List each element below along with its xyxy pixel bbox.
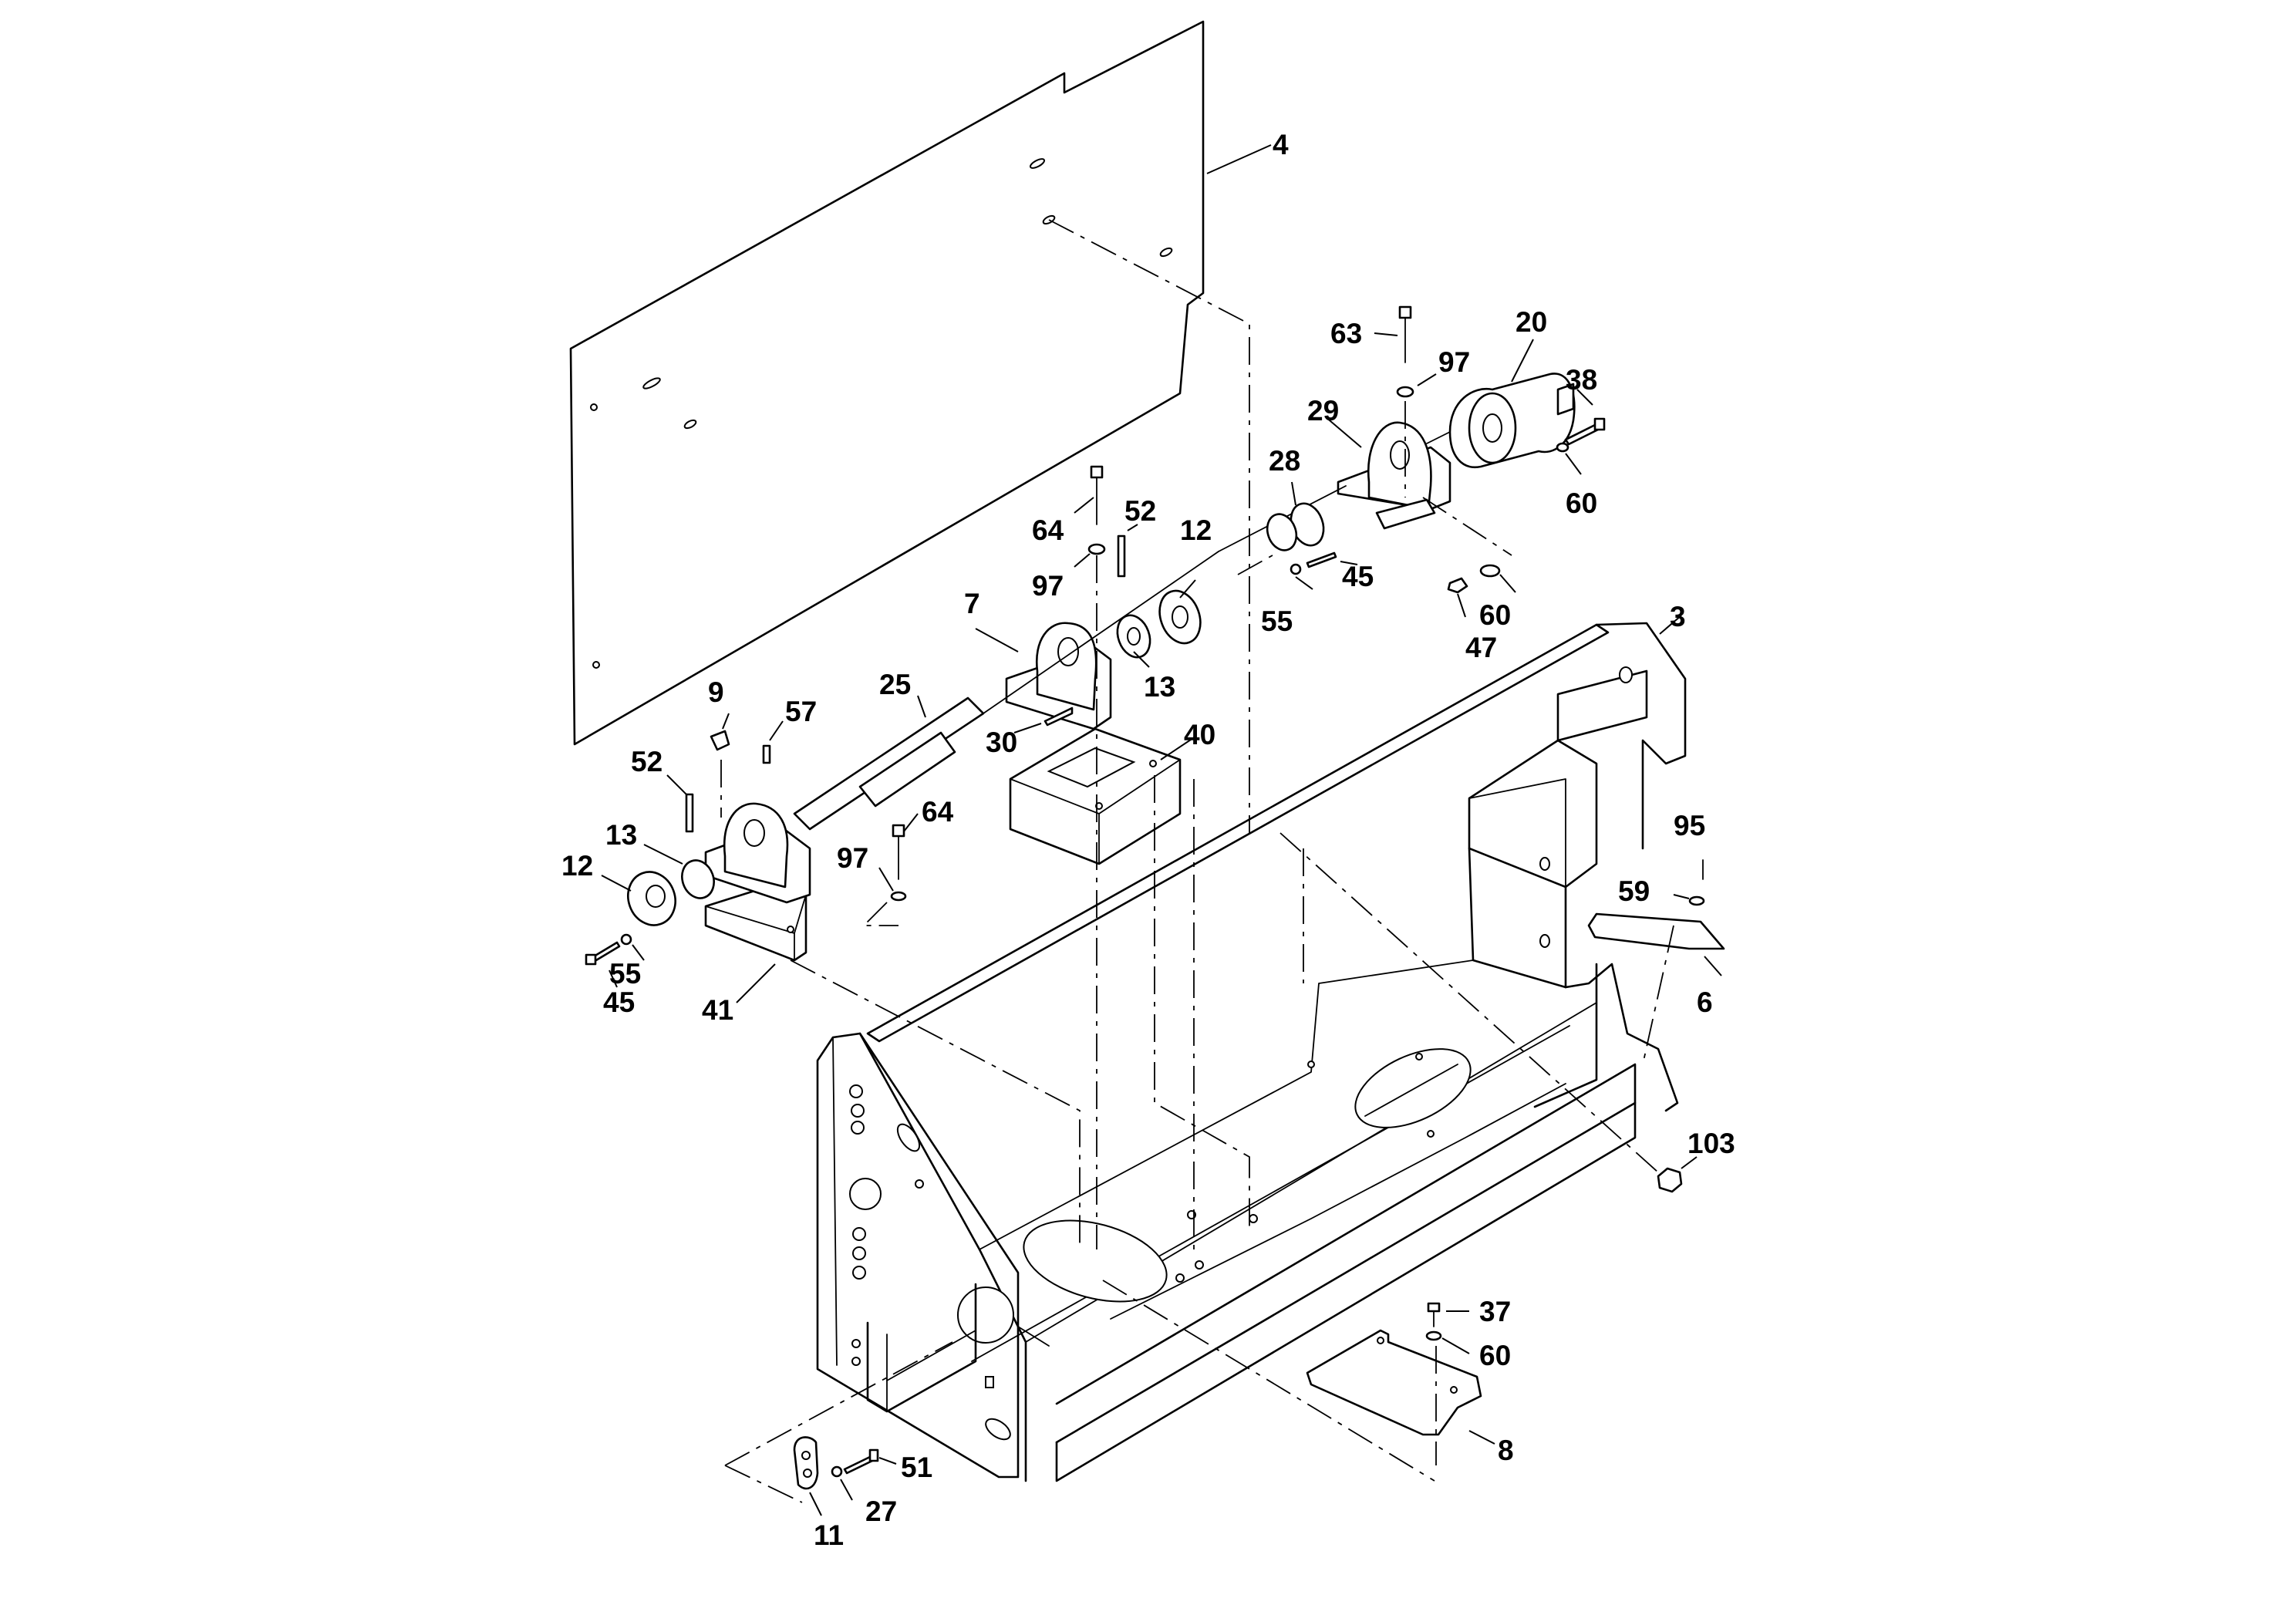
assembly-guide-lines xyxy=(720,219,1674,1503)
motor-part-20 xyxy=(1426,339,1576,469)
callout-6: 6 xyxy=(1697,986,1713,1018)
callout-51: 51 xyxy=(901,1452,932,1483)
callout-97: 97 xyxy=(837,842,868,874)
callout-13: 13 xyxy=(1144,671,1175,703)
pillow-block-part-29 xyxy=(1324,416,1451,530)
callout-57: 57 xyxy=(785,696,817,727)
shaft-part-25 xyxy=(793,485,1347,831)
callout-labels: 4 63 97 20 38 29 60 28 64 52 12 45 97 55… xyxy=(561,129,1735,1551)
pillow-block-part-7 xyxy=(975,622,1112,730)
callout-37: 37 xyxy=(1479,1296,1511,1327)
collar-part-12-right xyxy=(1158,579,1202,645)
coupling-part-28 xyxy=(1266,481,1325,551)
callout-9: 9 xyxy=(708,676,724,708)
callout-28: 28 xyxy=(1269,445,1300,477)
callout-52: 52 xyxy=(1124,495,1156,527)
callout-55: 55 xyxy=(1261,605,1293,637)
collar-part-13-left xyxy=(643,844,715,899)
callout-103: 103 xyxy=(1687,1128,1735,1159)
callout-95: 95 xyxy=(1674,810,1705,841)
callout-63: 63 xyxy=(1330,318,1362,349)
callout-55: 55 xyxy=(609,958,641,990)
cover-panel-part-4 xyxy=(569,20,1272,746)
pillow-block-left xyxy=(704,802,811,904)
cover-plate-part-8 xyxy=(1306,1329,1495,1445)
callout-25: 25 xyxy=(879,669,911,700)
callout-45: 45 xyxy=(603,986,635,1018)
callout-38: 38 xyxy=(1566,364,1597,396)
callout-97: 97 xyxy=(1438,346,1470,378)
callout-20: 20 xyxy=(1515,306,1547,338)
spacer-block-part-40 xyxy=(1009,727,1196,865)
callout-64: 64 xyxy=(1032,514,1064,546)
callout-60: 60 xyxy=(1479,599,1511,631)
callout-60: 60 xyxy=(1479,1340,1511,1371)
callout-7: 7 xyxy=(964,588,980,619)
callout-12: 12 xyxy=(561,850,593,882)
callout-45: 45 xyxy=(1342,561,1374,592)
callout-52: 52 xyxy=(631,746,663,777)
callout-97: 97 xyxy=(1032,570,1064,602)
callout-64: 64 xyxy=(922,796,954,828)
callout-13: 13 xyxy=(605,819,637,851)
callout-60: 60 xyxy=(1566,487,1597,519)
main-frame-part-3 xyxy=(816,615,1687,1482)
callout-59: 59 xyxy=(1618,875,1650,907)
fasteners xyxy=(585,305,1725,1516)
callout-3: 3 xyxy=(1670,601,1686,632)
callout-30: 30 xyxy=(986,727,1017,758)
callout-8: 8 xyxy=(1498,1435,1514,1466)
callout-12: 12 xyxy=(1180,514,1212,546)
collar-part-13-right xyxy=(1116,614,1151,668)
callout-41: 41 xyxy=(702,994,733,1026)
callout-4: 4 xyxy=(1273,129,1289,160)
callout-27: 27 xyxy=(865,1496,897,1527)
callout-29: 29 xyxy=(1307,395,1339,427)
callout-47: 47 xyxy=(1465,632,1497,663)
callout-11: 11 xyxy=(814,1519,844,1551)
collar-part-12-left xyxy=(601,871,676,926)
callout-40: 40 xyxy=(1184,719,1215,750)
